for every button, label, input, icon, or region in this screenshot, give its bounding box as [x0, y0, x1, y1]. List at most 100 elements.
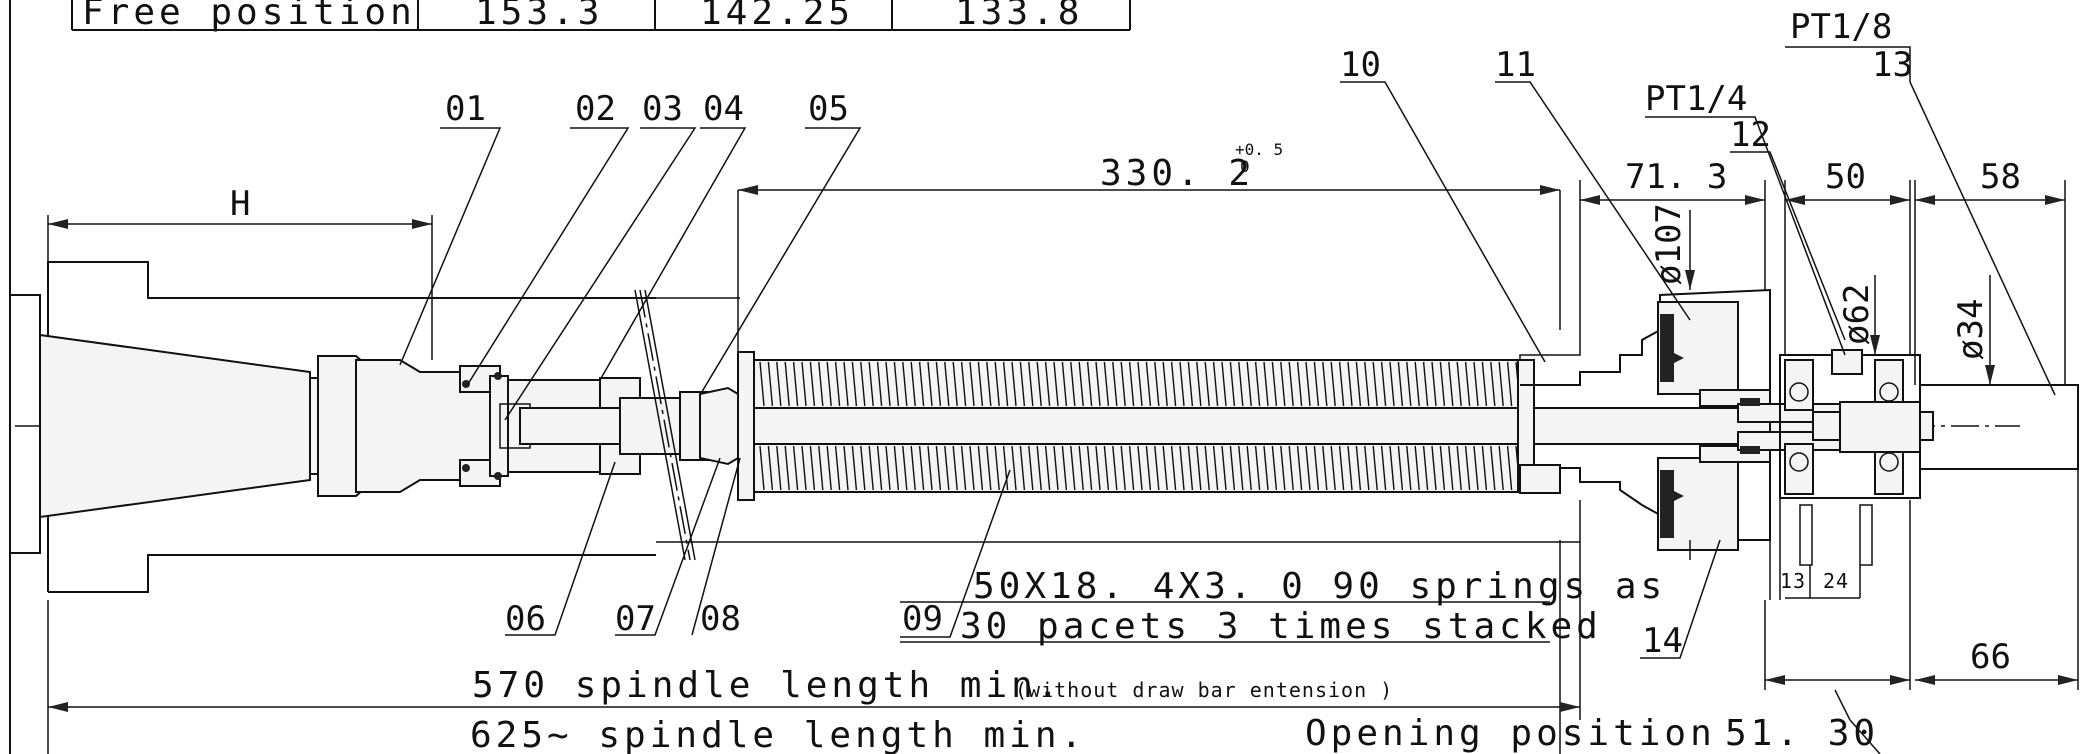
part-label-01: 01 [445, 89, 486, 129]
disc-spring [759, 361, 765, 407]
disc-spring [1154, 361, 1160, 407]
disc-spring [952, 361, 958, 407]
disc-spring [1086, 361, 1093, 407]
disc-spring [1439, 445, 1446, 491]
disc-spring [1431, 445, 1437, 491]
disc-spring [918, 361, 925, 407]
disc-spring [1221, 445, 1227, 491]
disc-spring [1422, 445, 1429, 491]
disc-spring [1170, 445, 1177, 491]
disc-spring [885, 445, 891, 491]
disc-spring [1212, 445, 1219, 491]
disc-spring [1238, 361, 1244, 407]
disc-spring [1322, 445, 1328, 491]
disc-spring [1162, 445, 1168, 491]
disc-spring [851, 445, 858, 491]
part-label-09: 09 [902, 599, 943, 639]
disc-spring [1246, 361, 1252, 407]
disc-spring [1313, 361, 1320, 407]
disc-spring [834, 445, 841, 491]
disc-spring [776, 361, 782, 407]
disc-spring [1128, 361, 1135, 407]
disc-spring [801, 445, 807, 491]
opening-position-label: Opening position [1305, 713, 1716, 754]
disc-spring [1414, 361, 1420, 407]
disc-spring [1372, 445, 1378, 491]
part-labels: 01 02 03 04 05 06 07 08 09 10 11 12 13 1… [445, 7, 1913, 661]
disc-spring [1187, 361, 1194, 407]
disc-spring-stack-lower [751, 443, 1523, 493]
disc-spring [994, 361, 1000, 407]
disc-spring [868, 361, 874, 407]
disc-spring [1280, 445, 1286, 491]
disc-spring [1196, 361, 1202, 407]
disc-spring [1179, 361, 1185, 407]
disc-spring [1095, 445, 1101, 491]
disc-spring [1456, 445, 1462, 491]
disc-spring [1305, 361, 1311, 407]
disc-spring [876, 361, 883, 407]
disc-spring [910, 445, 916, 491]
disc-spring [784, 445, 790, 491]
length-625-note: 625~ spindle length min. [470, 715, 1086, 754]
disc-spring [1481, 361, 1488, 407]
disc-spring [843, 361, 849, 407]
disc-spring [1162, 361, 1168, 407]
disc-spring [1044, 445, 1051, 491]
piston-cylinder [1519, 288, 1849, 551]
disc-spring [1145, 361, 1152, 407]
disc-spring [885, 361, 891, 407]
dim-66: 66 [1970, 637, 2011, 677]
disc-spring [918, 445, 925, 491]
disc-spring [1380, 361, 1387, 407]
disc-spring [801, 361, 807, 407]
disc-spring [1355, 445, 1362, 491]
disc-spring [1103, 361, 1110, 407]
disc-spring [1490, 361, 1496, 407]
disc-spring [1338, 445, 1345, 491]
disc-spring [960, 361, 967, 407]
dim-330-tol-lower: 0 [1240, 157, 1250, 176]
tool-holder-taper [39, 333, 373, 519]
disc-spring [792, 445, 799, 491]
disc-spring [1506, 361, 1513, 407]
disc-spring [1078, 445, 1084, 491]
disc-spring [1389, 361, 1395, 407]
notes: 50X18. 4X3. 0 90 springs as 30 pacets 3 … [470, 566, 1875, 754]
disc-spring [1498, 445, 1504, 491]
disc-spring [1506, 445, 1513, 491]
disc-spring [776, 445, 782, 491]
disc-spring [1112, 361, 1118, 407]
disc-spring [792, 361, 799, 407]
part-label-11: 11 [1495, 45, 1536, 85]
disc-spring [893, 445, 900, 491]
disc-spring [1431, 361, 1437, 407]
dim-dia62: ø62 [1837, 284, 1877, 345]
disc-spring [1254, 361, 1261, 407]
length-570-subnote: (without draw bar entension ) [1015, 678, 1393, 702]
part-label-12: 12 [1730, 115, 1771, 155]
table-row-label: Free position [82, 0, 416, 33]
springs-note-line2: 30 pacets 3 times stacked [960, 606, 1602, 647]
disc-spring [834, 361, 841, 407]
disc-spring [1271, 361, 1278, 407]
disc-spring [969, 445, 975, 491]
disc-spring [1338, 361, 1345, 407]
disc-spring [1364, 361, 1370, 407]
disc-spring [1406, 445, 1412, 491]
disc-spring [1120, 361, 1126, 407]
disc-spring [1179, 445, 1185, 491]
free-position-table: Free position 153.3 142.25 133.8 [71, 0, 1131, 33]
disc-spring [826, 445, 832, 491]
disc-spring [935, 361, 942, 407]
table-value: 153.3 [475, 0, 603, 33]
disc-spring [1170, 361, 1177, 407]
disc-spring [818, 445, 824, 491]
disc-spring [1028, 361, 1034, 407]
port-label-pt14: PT1/4 [1645, 79, 1747, 119]
part-label-05: 05 [808, 89, 849, 129]
disc-spring [1322, 361, 1328, 407]
disc-spring [1011, 445, 1017, 491]
disc-spring [927, 445, 933, 491]
